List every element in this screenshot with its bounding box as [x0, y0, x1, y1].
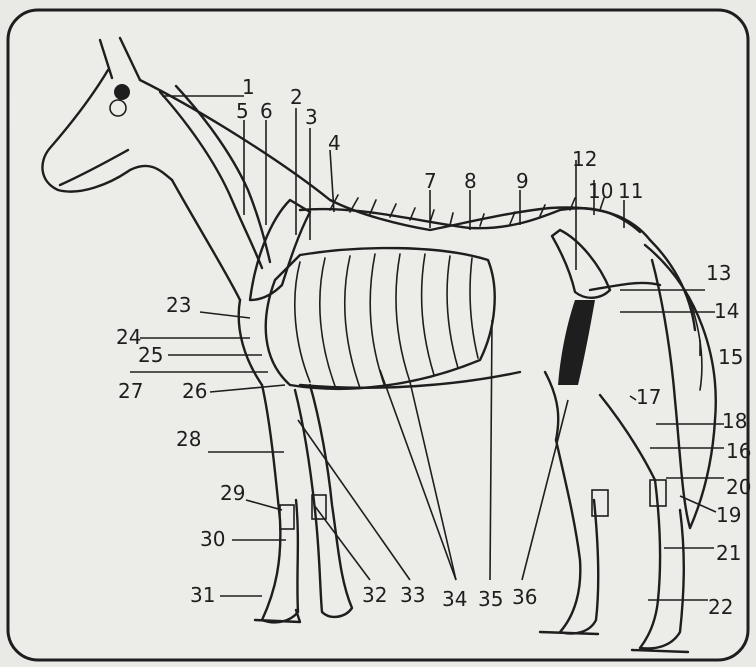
label-2: 2: [290, 85, 303, 109]
label-31: 31: [190, 583, 215, 607]
label-10: 10: [588, 179, 613, 203]
label-34: 34: [442, 587, 467, 611]
label-17: 17: [636, 385, 661, 409]
label-12: 12: [572, 147, 597, 171]
label-36: 36: [512, 585, 537, 609]
label-20: 20: [726, 475, 751, 499]
label-27: 27: [118, 379, 143, 403]
label-3: 3: [305, 105, 318, 129]
label-25: 25: [138, 343, 163, 367]
label-21: 21: [716, 541, 741, 565]
label-13: 13: [706, 261, 731, 285]
label-29: 29: [220, 481, 245, 505]
label-26: 26: [182, 379, 207, 403]
label-16: 16: [726, 439, 751, 463]
label-28: 28: [176, 427, 201, 451]
label-23: 23: [166, 293, 191, 317]
label-11: 11: [618, 179, 643, 203]
label-5: 5: [236, 99, 249, 123]
label-22: 22: [708, 595, 733, 619]
label-35: 35: [478, 587, 503, 611]
label-32: 32: [362, 583, 387, 607]
label-33: 33: [400, 583, 425, 607]
label-18: 18: [722, 409, 747, 433]
label-6: 6: [260, 99, 273, 123]
label-19: 19: [716, 503, 741, 527]
label-14: 14: [714, 299, 739, 323]
label-15: 15: [718, 345, 743, 369]
label-4: 4: [328, 131, 341, 155]
label-8: 8: [464, 169, 477, 193]
label-9: 9: [516, 169, 529, 193]
label-1: 1: [242, 75, 255, 99]
eye-socket: [114, 84, 130, 100]
label-7: 7: [424, 169, 437, 193]
label-30: 30: [200, 527, 225, 551]
